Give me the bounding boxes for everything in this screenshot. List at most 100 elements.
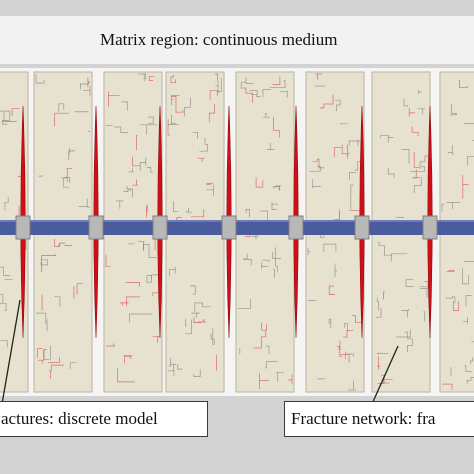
micro-fracture bbox=[132, 156, 141, 167]
micro-fracture bbox=[171, 96, 184, 113]
micro-fracture bbox=[206, 184, 214, 196]
micro-fracture bbox=[334, 263, 337, 278]
micro-fracture bbox=[3, 196, 9, 211]
micro-fracture bbox=[405, 279, 414, 287]
micro-fracture bbox=[48, 357, 60, 363]
micro-fracture bbox=[136, 135, 138, 151]
micro-fracture bbox=[58, 103, 65, 112]
micro-fracture bbox=[355, 161, 362, 171]
perforation-joints bbox=[15, 215, 438, 240]
micro-fracture bbox=[260, 210, 268, 222]
micro-fracture bbox=[337, 340, 341, 350]
micro-fracture bbox=[383, 291, 385, 300]
micro-fracture bbox=[41, 254, 57, 273]
micro-fracture bbox=[191, 312, 200, 318]
micro-fracture bbox=[276, 371, 284, 382]
perforation-joint bbox=[152, 215, 168, 240]
micro-fracture bbox=[87, 77, 90, 88]
micro-fracture bbox=[309, 166, 321, 172]
micro-fracture bbox=[259, 373, 269, 390]
micro-fracture bbox=[139, 124, 158, 135]
micro-fracture bbox=[462, 268, 470, 285]
micro-fracture bbox=[147, 116, 154, 124]
micro-fracture bbox=[146, 204, 148, 218]
micro-fracture bbox=[419, 155, 428, 169]
micro-fracture bbox=[83, 86, 91, 97]
micro-fracture bbox=[410, 166, 425, 173]
micro-fracture bbox=[146, 275, 152, 283]
micro-fracture bbox=[105, 124, 113, 126]
leader-line-hydraulic bbox=[1, 299, 21, 405]
micro-fracture bbox=[312, 179, 321, 189]
fracture-network-label: Fracture network: fra bbox=[284, 401, 474, 437]
micro-fracture bbox=[273, 268, 275, 278]
micro-fracture bbox=[199, 137, 208, 152]
micro-fracture bbox=[280, 90, 288, 98]
micro-fracture bbox=[262, 259, 270, 263]
micro-fracture bbox=[210, 328, 215, 345]
micro-fracture bbox=[420, 288, 428, 298]
micro-fracture bbox=[253, 329, 267, 349]
micro-fracture bbox=[69, 362, 77, 369]
micro-fracture bbox=[348, 380, 356, 391]
micro-fracture bbox=[390, 253, 408, 262]
micro-fracture bbox=[129, 313, 153, 323]
micro-fracture bbox=[36, 312, 47, 325]
micro-fracture bbox=[190, 209, 205, 218]
micro-fracture bbox=[132, 179, 139, 186]
leader-lines bbox=[1, 299, 399, 405]
perforation-joint bbox=[221, 215, 237, 240]
micro-fracture bbox=[43, 349, 50, 360]
micro-fracture bbox=[348, 139, 361, 146]
micro-fracture bbox=[126, 296, 140, 307]
wellbore-highlight bbox=[0, 220, 474, 222]
micro-fracture bbox=[376, 316, 380, 318]
micro-fracture bbox=[193, 369, 201, 377]
micro-fracture bbox=[114, 126, 129, 133]
micro-fracture bbox=[462, 175, 469, 199]
micro-fracture bbox=[349, 172, 357, 180]
micro-fracture bbox=[261, 262, 268, 270]
perforation-joint bbox=[88, 215, 104, 240]
micro-fracture bbox=[411, 126, 419, 137]
micro-fracture bbox=[328, 318, 332, 329]
micro-fracture bbox=[152, 292, 160, 297]
micro-fracture bbox=[334, 209, 340, 220]
micro-fracture bbox=[214, 73, 218, 82]
micro-fracture bbox=[450, 367, 452, 377]
micro-fracture bbox=[320, 94, 334, 109]
micro-fracture bbox=[217, 78, 222, 92]
micro-fracture bbox=[185, 318, 187, 327]
micro-fracture bbox=[464, 365, 472, 372]
micro-fracture bbox=[170, 74, 176, 84]
micro-fracture bbox=[335, 99, 341, 112]
micro-fracture bbox=[177, 363, 183, 370]
micro-fracture bbox=[68, 150, 70, 161]
micro-fracture bbox=[198, 319, 207, 323]
micro-fracture bbox=[275, 247, 278, 272]
micro-fracture bbox=[126, 186, 133, 198]
perforation-joint bbox=[354, 215, 370, 240]
micro-fracture bbox=[266, 142, 275, 150]
fracture-network-icon bbox=[0, 73, 474, 391]
micro-fracture bbox=[185, 207, 192, 213]
micro-fracture bbox=[340, 123, 348, 125]
micro-fracture bbox=[344, 323, 348, 332]
micro-fracture bbox=[269, 79, 286, 89]
micro-fracture bbox=[152, 335, 160, 343]
hydraulic-fractures-label: actures: discrete model bbox=[0, 401, 208, 437]
micro-fracture bbox=[138, 73, 147, 82]
micro-fracture bbox=[377, 356, 381, 370]
micro-fracture bbox=[262, 89, 271, 98]
micro-fracture bbox=[173, 201, 178, 212]
micro-fracture bbox=[441, 203, 445, 212]
micro-fracture bbox=[61, 177, 70, 188]
micro-fracture bbox=[0, 110, 5, 121]
micro-fracture bbox=[148, 75, 155, 81]
wellbore-pipe bbox=[0, 220, 474, 235]
micro-fracture bbox=[315, 73, 322, 80]
micro-fracture bbox=[396, 329, 411, 338]
micro-fracture bbox=[171, 95, 180, 105]
horizontal-wellbore bbox=[0, 220, 474, 235]
micro-fracture bbox=[190, 285, 196, 295]
